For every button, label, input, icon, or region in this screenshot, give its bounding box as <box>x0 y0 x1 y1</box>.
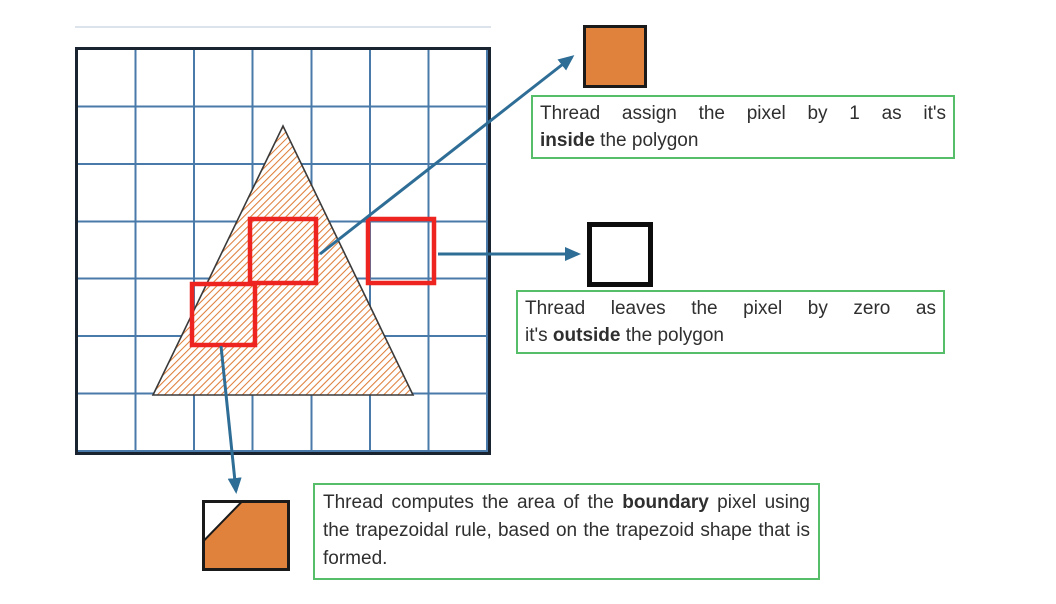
callout-outside-line2: it's outside the polygon <box>525 325 724 346</box>
callout-inside-line1: Thread assign the pixel by 1 as it's <box>540 103 946 124</box>
callout-boundary-line1: Thread computes the area of the boundary… <box>323 492 810 513</box>
faint-top-line <box>75 26 491 28</box>
callout-boundary-line3: formed. <box>323 548 388 569</box>
callout-outside-line1: Thread leaves the pixel by zero as <box>525 298 936 319</box>
callout-boundary-line2: the trapezoidal rule, based on the trape… <box>323 520 810 541</box>
outside-pixel-swatch <box>587 222 653 287</box>
callout-outside: Thread leaves the pixel by zero as it's … <box>516 290 945 354</box>
boundary-pixel-swatch <box>202 500 290 571</box>
callout-inside-line2: inside the polygon <box>540 130 699 151</box>
boundary-pixel-highlight <box>189 281 258 348</box>
boundary-arrow <box>219 345 242 494</box>
callout-boundary: Thread computes the area of the boundary… <box>313 483 820 580</box>
outside-pixel-highlight <box>365 216 437 286</box>
hatched-triangle-polygon <box>151 124 415 396</box>
callout-inside: Thread assign the pixel by 1 as it's ins… <box>531 95 955 159</box>
inside-pixel-highlight <box>247 216 319 286</box>
inside-pixel-swatch <box>583 25 647 88</box>
inside-arrow <box>319 55 575 256</box>
